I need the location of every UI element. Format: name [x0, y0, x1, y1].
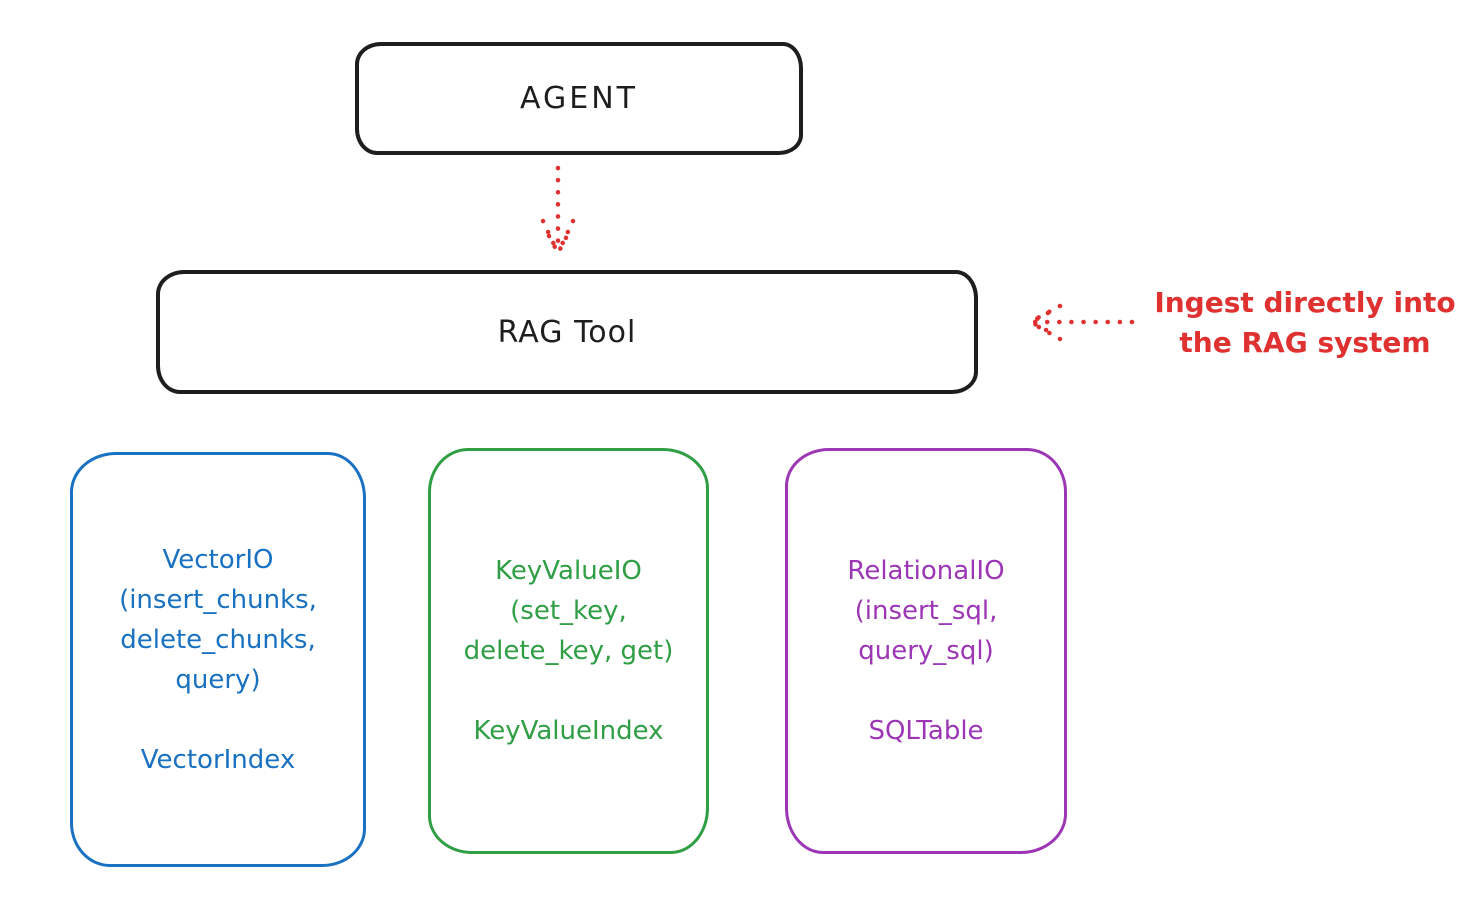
keyvalue-io-methods: KeyValueIO (set_key, delete_key, get)	[464, 551, 674, 671]
vector-io-box: VectorIO (insert_chunks, delete_chunks, …	[70, 452, 366, 867]
ingest-arrow	[1026, 303, 1135, 342]
vector-io-title: VectorIO	[162, 544, 274, 575]
rag-tool-node: RAG Tool	[156, 270, 978, 394]
relational-io-title: RelationalIO	[847, 556, 1005, 586]
agent-to-ragtool-arrow	[540, 165, 576, 258]
vector-index-label: VectorIndex	[140, 744, 296, 775]
agent-node: AGENT	[355, 42, 803, 155]
sql-table-label: SQLTable	[868, 716, 984, 746]
keyvalue-index-label: KeyValueIndex	[473, 716, 664, 746]
relational-io-methods: RelationalIO (insert_sql, query_sql)	[847, 551, 1004, 671]
ingest-annotation-line1: Ingest directly into	[1154, 286, 1456, 319]
vector-io-methods: VectorIO (insert_chunks, delete_chunks, …	[119, 540, 317, 700]
ingest-annotation: Ingest directly into the RAG system	[1140, 283, 1470, 363]
keyvalue-io-title: KeyValueIO	[495, 556, 642, 586]
relational-io-method-line: query_sql)	[858, 636, 994, 666]
keyvalue-io-method-line: (set_key,	[510, 596, 627, 626]
agent-label: AGENT	[520, 81, 638, 116]
vector-io-method-line: (insert_chunks,	[119, 584, 317, 615]
vector-io-method-line: delete_chunks,	[120, 624, 316, 655]
ingest-annotation-line2: the RAG system	[1179, 326, 1431, 359]
vector-io-method-line: query)	[175, 664, 261, 695]
keyvalue-io-method-line: delete_key, get)	[463, 636, 674, 666]
keyvalue-io-box: KeyValueIO (set_key, delete_key, get) Ke…	[428, 448, 709, 854]
relational-io-box: RelationalIO (insert_sql, query_sql) SQL…	[785, 448, 1067, 854]
rag-tool-label: RAG Tool	[497, 314, 637, 350]
relational-io-method-line: (insert_sql,	[854, 596, 998, 626]
